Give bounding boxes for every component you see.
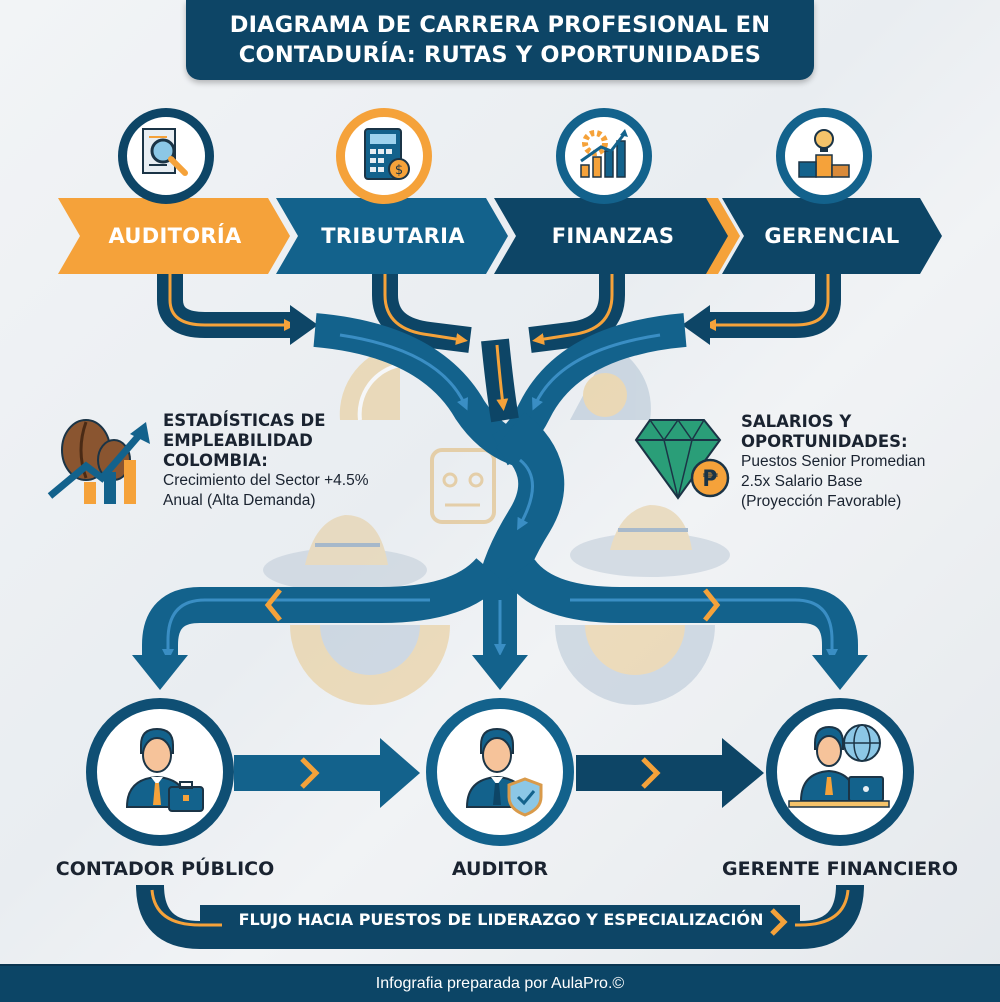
decorative-motif-left	[339, 345, 401, 421]
footer-credit: Infografia preparada por AulaPro.©	[0, 964, 1000, 1002]
person-shield-icon	[465, 727, 543, 817]
svg-text:₱: ₱	[702, 467, 718, 492]
diamond-peso-icon: ₱	[634, 414, 734, 504]
stats-body-line-1: Crecimiento del Sector +4.5%	[163, 472, 369, 489]
person-laptop-globe-icon	[788, 724, 890, 808]
salaries-body-line-1: Puestos Senior Promedian	[741, 453, 926, 470]
stats-title-line-1: ESTADÍSTICAS DE	[163, 411, 326, 430]
sombrero-vueltiao-right-icon	[570, 505, 730, 577]
salary-opportunities: SALARIOS Y OPORTUNIDADES: Puestos Senior…	[741, 412, 991, 512]
stats-title-line-2: EMPLEABILIDAD	[163, 431, 313, 450]
role-auditor	[426, 698, 574, 846]
sombrero-vueltiao-left-icon	[263, 515, 427, 592]
calculator-coin-icon: $	[336, 108, 432, 204]
salaries-body-line-2: 2.5x Salario Base	[741, 473, 863, 490]
decorative-sun-motif	[570, 345, 651, 420]
area-label-tributaria: TRIBUTARIA	[321, 224, 465, 248]
page-title: DIAGRAMA DE CARRERA PROFESIONAL EN CONTA…	[186, 0, 814, 80]
svg-text:$: $	[395, 163, 403, 178]
banner-auditoria	[58, 198, 290, 274]
decorative-motif-bottom-left	[290, 625, 450, 705]
title-line-2: CONTADURÍA: RUTAS Y OPORTUNIDADES	[238, 42, 762, 68]
stats-body-line-2: Anual (Alta Demanda)	[163, 492, 316, 509]
salaries-title-line-2: OPORTUNIDADES:	[741, 432, 908, 451]
banner-gerencial	[722, 198, 942, 274]
title-line-1: DIAGRAMA DE CARRERA PROFESIONAL EN	[229, 12, 771, 38]
salaries-body-line-3: (Proyección Favorable)	[741, 493, 902, 510]
salaries-title-line-1: SALARIOS Y	[741, 412, 852, 431]
banner-tributaria	[276, 198, 508, 274]
coffee-beans-growth-icon	[46, 412, 156, 508]
area-label-auditoria: AUDITORÍA	[108, 224, 242, 248]
gear-growth-chart-icon	[556, 108, 652, 204]
role-contador-publico	[86, 698, 234, 846]
banner-finanzas	[494, 198, 732, 274]
stats-title-line-3: COLOMBIA:	[163, 451, 268, 470]
decorative-motif-bottom-right	[555, 625, 715, 705]
document-magnifier-icon	[118, 108, 214, 204]
area-label-finanzas: FINANZAS	[551, 224, 675, 248]
role-label-contador-publico: CONTADOR PÚBLICO	[55, 858, 275, 880]
lightbulb-podium-icon	[776, 108, 872, 204]
role-gerente-financiero	[766, 698, 914, 846]
leadership-flow-banner: FLUJO HACIA PUESTOS DE LIDERAZGO Y ESPEC…	[238, 910, 764, 929]
role-label-gerente-financiero: GERENTE FINANCIERO	[722, 858, 958, 880]
person-briefcase-icon	[125, 727, 204, 812]
area-label-gerencial: GERENCIAL	[764, 224, 900, 248]
employment-stats: ESTADÍSTICAS DE EMPLEABILIDAD COLOMBIA: …	[163, 411, 423, 511]
decorative-mask-icon	[430, 448, 496, 524]
role-label-auditor: AUDITOR	[451, 858, 549, 880]
